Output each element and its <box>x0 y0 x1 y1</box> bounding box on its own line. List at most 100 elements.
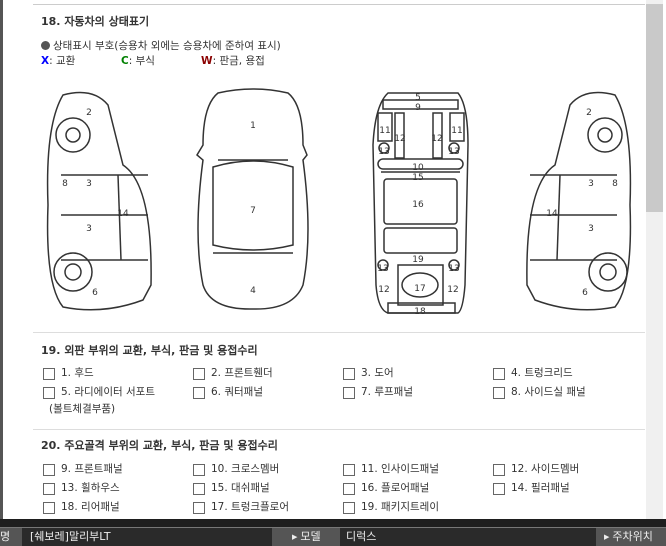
checkbox[interactable] <box>43 368 55 380</box>
checkbox[interactable] <box>493 464 505 476</box>
part-number-label: 7 <box>250 206 256 216</box>
check-frame-part[interactable]: 11. 인사이드패널 <box>343 462 493 476</box>
checkbox[interactable] <box>43 502 55 514</box>
check-label: 8. 사이드실 패널 <box>511 386 586 398</box>
model-label-text: 모델 <box>300 530 321 543</box>
document-panel: 18. 자동차의 상태표기 상태표시 부호(승용차 외에는 승용차에 준하여 표… <box>0 0 646 519</box>
check-frame-part[interactable]: 18. 리어패널 <box>43 500 193 514</box>
check-frame-part[interactable]: 19. 패키지트레이 <box>343 500 493 514</box>
checkbox[interactable] <box>193 502 205 514</box>
check-label: 12. 사이드멤버 <box>511 463 580 475</box>
checkbox[interactable] <box>193 464 205 476</box>
scrollbar-thumb[interactable] <box>646 4 663 212</box>
car-left-side-view <box>46 91 152 311</box>
parking-location-label: ▶주차위치 <box>596 528 666 546</box>
triangle-right-icon: ▶ <box>604 533 610 541</box>
check-side-sill-panel[interactable]: 8. 사이드실 패널 <box>493 385 643 416</box>
part-number-label: 6 <box>92 288 98 298</box>
check-door[interactable]: 3. 도어 <box>343 366 493 380</box>
check-frame-part[interactable]: 14. 필러패널 <box>493 481 643 495</box>
check-label: 2. 프론트휀더 <box>211 367 273 379</box>
check-label: 15. 대쉬패널 <box>211 482 270 494</box>
section-19-title: 19. 외판 부위의 교환, 부식, 판금 및 용접수리 <box>41 344 258 357</box>
check-label: 3. 도어 <box>361 367 394 379</box>
checkbox[interactable] <box>193 387 205 399</box>
check-front-fender[interactable]: 2. 프론트휀더 <box>193 366 343 380</box>
vehicle-info-bar: 명 [쉐보레]말리부LT ▶모델 디럭스 ▶주차위치 <box>0 528 666 546</box>
check-frame-part[interactable]: 16. 플로어패널 <box>343 481 493 495</box>
vertical-scrollbar[interactable] <box>646 0 663 519</box>
car-name-label: 명 <box>0 528 22 546</box>
check-label: 10. 크로스멤버 <box>211 463 280 475</box>
check-label: 9. 프론트패널 <box>61 463 123 475</box>
part-number-label: 6 <box>582 288 588 298</box>
checkbox[interactable] <box>343 368 355 380</box>
checkbox[interactable] <box>493 483 505 495</box>
part-number-label: 13 <box>448 264 459 274</box>
part-number-label: 12 <box>431 134 442 144</box>
check-label: 13. 휠하우스 <box>61 482 120 494</box>
part-number-label: 11 <box>451 126 462 136</box>
status-legend: 상태표시 부호(승용차 외에는 승용차에 준하여 표시) <box>41 38 281 53</box>
check-label: 7. 루프패널 <box>361 386 413 398</box>
part-number-label: 9 <box>415 103 421 113</box>
part-number-label: 12 <box>394 134 405 144</box>
checkbox[interactable] <box>343 387 355 399</box>
checkbox[interactable] <box>493 368 505 380</box>
bottom-bar-divider <box>0 519 666 528</box>
exterior-parts-checklist: 1. 후드 2. 프론트휀더 3. 도어 4. 트렁크리드 5. 라디에이터 서… <box>43 366 643 416</box>
check-quarter-panel[interactable]: 6. 쿼터패널 <box>193 385 343 416</box>
check-frame-part[interactable]: 12. 사이드멤버 <box>493 462 643 476</box>
check-frame-part[interactable]: 10. 크로스멤버 <box>193 462 343 476</box>
symbol-x-label: : 교환 <box>49 55 76 67</box>
part-number-label: 8 <box>62 179 68 189</box>
legend-text: 상태표시 부호(승용차 외에는 승용차에 준하여 표시) <box>53 40 281 52</box>
check-frame-part[interactable]: 15. 대쉬패널 <box>193 481 343 495</box>
part-number-label: 19 <box>412 255 424 265</box>
checkbox[interactable] <box>493 387 505 399</box>
part-number-label: 8 <box>612 179 618 189</box>
part-number-label: 10 <box>412 163 424 173</box>
check-hood[interactable]: 1. 후드 <box>43 366 193 380</box>
part-number-label: 2 <box>86 108 92 118</box>
symbol-x: X <box>41 55 50 67</box>
part-number-label: 3 <box>588 224 594 234</box>
car-underbody-view <box>372 92 469 314</box>
section-18-title: 18. 자동차의 상태표기 <box>41 15 150 28</box>
checkbox[interactable] <box>43 464 55 476</box>
section-20-title: 20. 주요골격 부위의 교환, 부식, 판금 및 용접수리 <box>41 439 278 452</box>
check-label: 4. 트렁크리드 <box>511 367 573 379</box>
checkbox[interactable] <box>343 464 355 476</box>
part-number-label: 12 <box>447 285 458 295</box>
car-right-side-view <box>526 91 632 311</box>
parking-label-text: 주차위치 <box>612 530 653 543</box>
part-number-label: 11 <box>379 126 390 136</box>
check-label: 18. 리어패널 <box>61 501 120 513</box>
check-frame-part[interactable]: 9. 프론트패널 <box>43 462 193 476</box>
part-number-label: 3 <box>588 179 594 189</box>
part-number-label: 13 <box>448 147 459 157</box>
check-frame-part[interactable]: 13. 휠하우스 <box>43 481 193 495</box>
part-number-label: 2 <box>586 108 592 118</box>
divider <box>33 4 645 5</box>
check-label: 5. 라디에이터 서포트 <box>61 386 155 398</box>
check-trunk-lid[interactable]: 4. 트렁크리드 <box>493 366 643 380</box>
checkbox[interactable] <box>343 483 355 495</box>
divider <box>33 429 645 430</box>
check-roof-panel[interactable]: 7. 루프패널 <box>343 385 493 416</box>
check-sublabel: (볼트체결부품) <box>49 403 116 415</box>
checkbox[interactable] <box>43 387 55 399</box>
check-label: 14. 필러패널 <box>511 482 570 494</box>
divider <box>33 332 645 333</box>
symbol-w-label: : 판금, 용접 <box>212 55 265 67</box>
checkbox[interactable] <box>43 483 55 495</box>
part-number-label: 12 <box>378 285 389 295</box>
check-frame-part[interactable]: 17. 트렁크플로어 <box>193 500 343 514</box>
triangle-right-icon: ▶ <box>292 533 298 541</box>
checkbox[interactable] <box>343 502 355 514</box>
part-number-label: 3 <box>86 179 92 189</box>
check-radiator-support[interactable]: 5. 라디에이터 서포트 (볼트체결부품) <box>43 385 193 416</box>
checkbox[interactable] <box>193 368 205 380</box>
checkbox[interactable] <box>193 483 205 495</box>
